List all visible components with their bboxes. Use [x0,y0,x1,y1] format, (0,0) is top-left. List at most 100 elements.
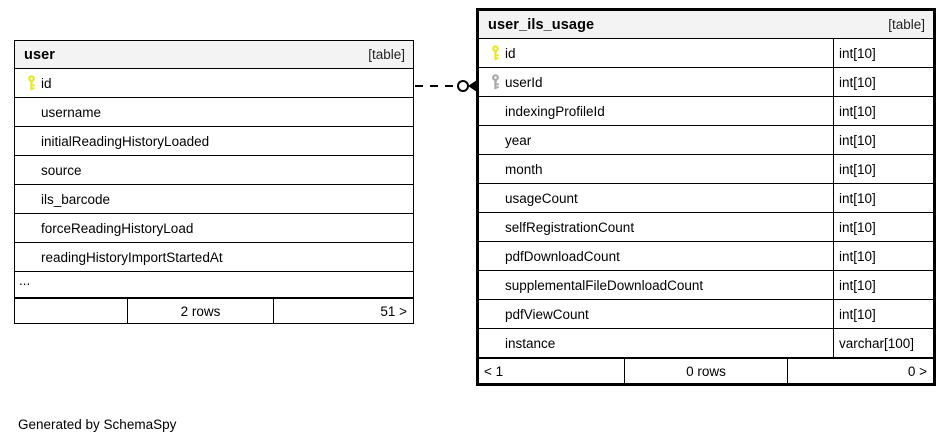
table-row[interactable]: usageCount int[10] [479,184,933,213]
column-label: source [41,162,82,178]
table-user-tag: [table] [368,47,405,62]
no-key-icon [21,133,41,149]
table-user-ils-usage-header: user_ils_usage [table] [479,11,933,39]
more-columns-indicator[interactable]: ... [15,272,413,298]
column-name-cell: username [15,98,413,126]
footer-next-cell[interactable]: 0 > [907,363,927,379]
column-label: pdfDownloadCount [505,248,620,264]
no-key-icon [21,162,41,178]
no-key-icon [485,103,505,119]
no-key-icon [485,306,505,322]
column-type-cell: int[10] [833,68,933,96]
more-columns-label: ... [19,273,31,288]
table-row[interactable]: pdfViewCount int[10] [479,300,933,329]
column-label: pdfViewCount [505,306,589,322]
table-row[interactable]: readingHistoryImportStartedAt [15,243,413,272]
footer-rowcount: 0 rows [624,359,788,383]
table-row[interactable]: userId int[10] [479,68,933,97]
column-type: int[10] [839,161,876,177]
table-user-ils-usage[interactable]: user_ils_usage [table] id int[10] [476,8,936,386]
table-row[interactable]: initialReadingHistoryLoaded [15,127,413,156]
table-row[interactable]: supplementalFileDownloadCount int[10] [479,271,933,300]
column-label: id [505,45,516,61]
no-key-icon [21,104,41,120]
column-name-cell: usageCount [479,184,833,212]
column-name-cell: readingHistoryImportStartedAt [15,243,413,271]
column-type-cell: int[10] [833,213,933,241]
column-type-cell: int[10] [833,184,933,212]
table-user-ils-usage-footer: < 1 0 rows 0 > [479,358,933,383]
column-type: int[10] [839,103,876,119]
column-name-cell: initialReadingHistoryLoaded [15,127,413,155]
column-type: int[10] [839,277,876,293]
column-name-cell: supplementalFileDownloadCount [479,271,833,299]
table-row[interactable]: year int[10] [479,126,933,155]
column-type-cell: int[10] [833,300,933,328]
table-user-header: user [table] [15,41,413,69]
primary-key-icon [21,75,41,91]
column-name-cell: id [15,69,413,97]
column-name-cell: indexingProfileId [479,97,833,125]
column-name-cell: source [15,156,413,184]
column-type: int[10] [839,248,876,264]
table-user-title: user [24,46,56,63]
column-type: int[10] [839,190,876,206]
column-name-cell: userId [479,68,833,96]
column-type-cell: varchar[100] [833,329,933,357]
no-key-icon [485,161,505,177]
column-type: int[10] [839,219,876,235]
column-type: int[10] [839,132,876,148]
column-name-cell: selfRegistrationCount [479,213,833,241]
column-label: month [505,161,543,177]
column-type: int[10] [839,45,876,61]
column-label: readingHistoryImportStartedAt [41,249,223,265]
table-row[interactable]: id int[10] [479,39,933,68]
footer-next-cell[interactable]: 51 > [380,303,407,319]
table-row[interactable]: instance varchar[100] [479,329,933,358]
table-user-ils-usage-tag: [table] [888,17,925,32]
footer-rowcount: 2 rows [127,299,274,323]
column-type-cell: int[10] [833,126,933,154]
table-row[interactable]: month int[10] [479,155,933,184]
column-name-cell: pdfViewCount [479,300,833,328]
column-label: selfRegistrationCount [505,219,635,235]
column-label: supplementalFileDownloadCount [505,277,704,293]
footer-prev-cell[interactable]: < 1 [484,363,504,379]
column-type-cell: int[10] [833,155,933,183]
column-label: year [505,132,532,148]
table-user-footer: 2 rows 51 > [15,298,413,323]
column-name-cell: year [479,126,833,154]
no-key-icon [485,335,505,351]
table-row[interactable]: selfRegistrationCount int[10] [479,213,933,242]
footer-prev-cell[interactable] [15,299,127,323]
column-type: int[10] [839,306,876,322]
column-label: userId [505,74,543,90]
foreign-key-icon [485,74,505,90]
column-label: instance [505,335,556,351]
column-label: forceReadingHistoryLoad [41,220,194,236]
column-type-cell: int[10] [833,271,933,299]
table-user-ils-usage-title: user_ils_usage [488,16,595,33]
table-row[interactable]: username [15,98,413,127]
column-label: usageCount [505,190,578,206]
column-type-cell: int[10] [833,97,933,125]
column-label: initialReadingHistoryLoaded [41,133,210,149]
column-label: ils_barcode [41,191,111,207]
table-row[interactable]: indexingProfileId int[10] [479,97,933,126]
no-key-icon [485,190,505,206]
table-row[interactable]: id [15,69,413,98]
table-row[interactable]: source [15,156,413,185]
table-row[interactable]: ils_barcode [15,185,413,214]
table-user[interactable]: user [table] id usern [14,40,414,324]
table-row[interactable]: pdfDownloadCount int[10] [479,242,933,271]
column-name-cell: id [479,39,833,67]
no-key-icon [21,249,41,265]
table-row[interactable]: forceReadingHistoryLoad [15,214,413,243]
column-name-cell: pdfDownloadCount [479,242,833,270]
column-name-cell: forceReadingHistoryLoad [15,214,413,242]
generated-by-credit: Generated by SchemaSpy [18,417,177,432]
column-label: id [41,75,52,91]
column-type: int[10] [839,74,876,90]
primary-key-icon [485,45,505,61]
